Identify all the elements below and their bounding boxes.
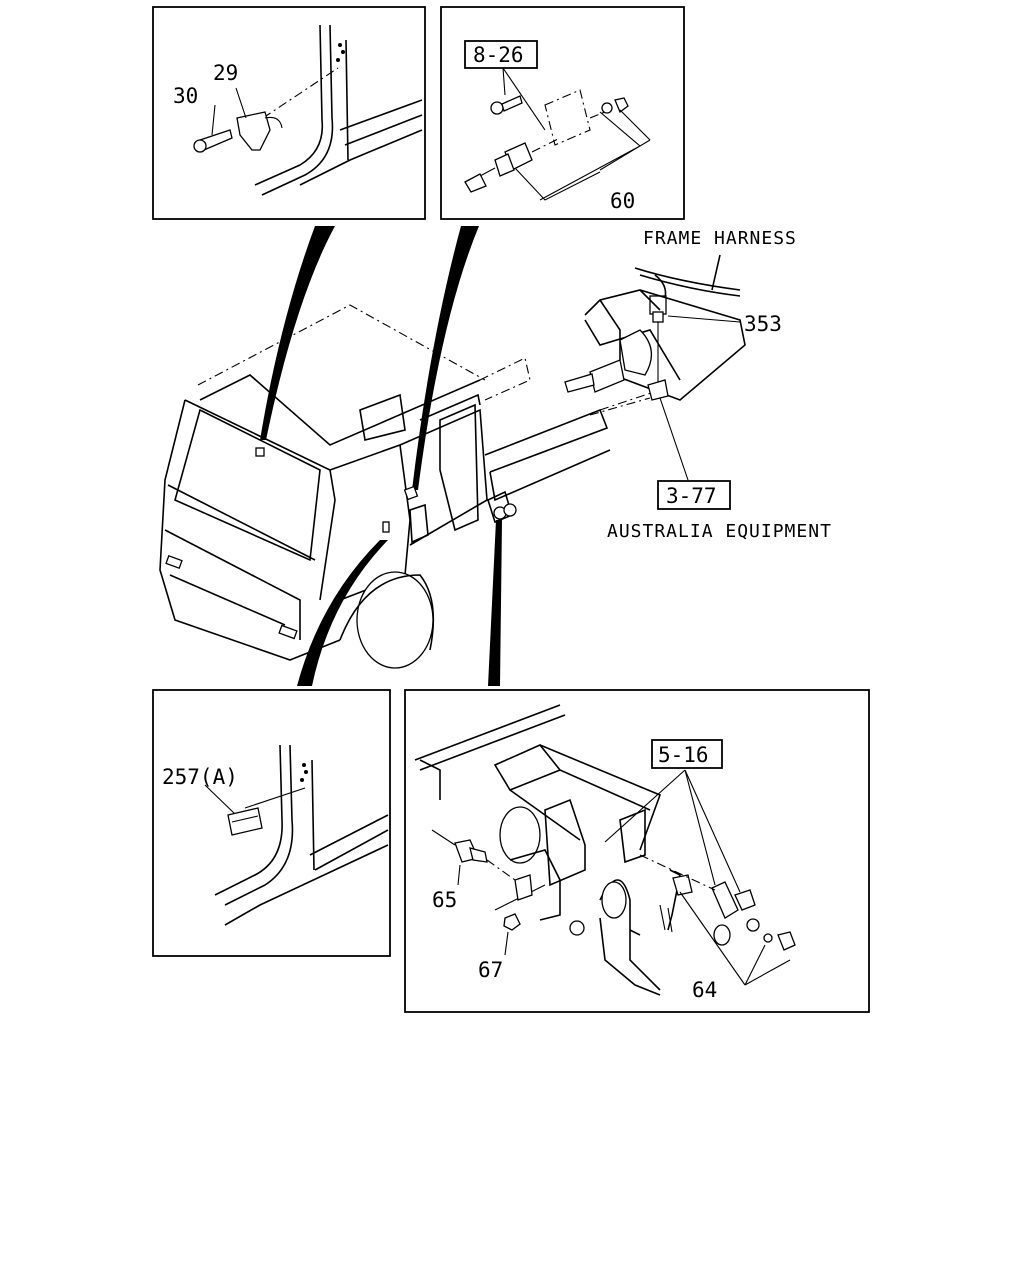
callout-64: 64 [692,978,717,1002]
switch-60-part [464,137,561,193]
bracket-plate-part [544,89,591,146]
callout-60: 60 [610,189,635,213]
leader-band-2 [412,226,479,490]
ref-8-26: 8-26 [473,43,524,67]
detail-box-door-switch: 29 30 [152,6,426,220]
rear-frame-assembly [564,254,746,481]
bolt-part [490,95,523,115]
door-switch-29-part [236,111,283,151]
lamp-part [564,329,652,393]
ref-5-16: 5-16 [658,743,709,767]
ref-3-77: 3-77 [666,484,717,508]
detail-box-brake-sensor: 5-16 65 67 64 [404,689,870,1013]
callout-257a: 257(A) [162,765,238,789]
sensor-65-part [431,829,488,863]
truck-cab-drawing [159,304,661,669]
leader-band-4 [488,520,502,686]
leader-band-1 [260,226,335,440]
screw-30-part [193,129,233,153]
callout-30: 30 [173,84,198,108]
nut-67-part [503,913,521,931]
callout-29: 29 [213,61,238,85]
detail-box-switch-bracket: 8-26 60 [440,6,685,220]
detail-box-label-257a: 257(A) [152,689,391,957]
australia-equipment-label: AUSTRALIA EQUIPMENT [607,521,832,542]
callout-65: 65 [432,888,457,912]
sensor-353-part [649,295,667,323]
callout-353: 353 [744,312,782,336]
label-257a-part [227,807,263,836]
leader-band-3 [297,540,388,686]
callout-67: 67 [478,958,503,982]
frame-harness-label: FRAME HARNESS [643,228,797,249]
